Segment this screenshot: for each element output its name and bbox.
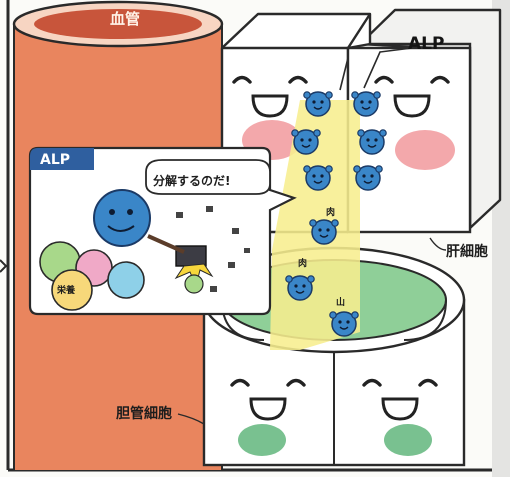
bile-duct-cell-label: 胆管細胞 [116,406,172,422]
liver-cell-label: 肝細胞 [446,244,488,260]
molecule-label-2: 肉 [298,259,308,269]
inset-title: ALP [40,152,71,168]
inset-nutrient-label: 栄養 [57,286,76,296]
inset-panel [28,146,297,316]
molecule-label-3: 山 [336,298,346,308]
blood-vessel-label: 血管 [109,10,140,28]
alp-label: ALP [408,34,445,54]
molecule-label-1: 肉 [326,208,336,218]
inset-speech-text: 分解するのだ! [153,174,231,188]
